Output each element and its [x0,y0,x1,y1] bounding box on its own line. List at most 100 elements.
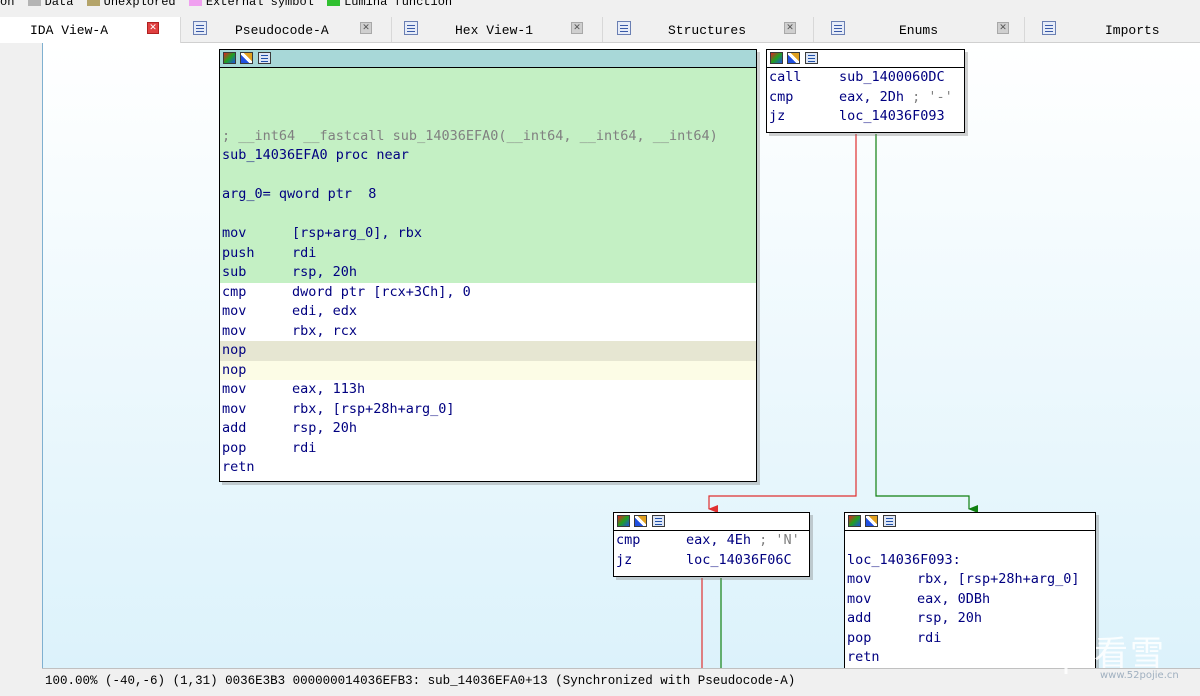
list-view-icon[interactable] [883,515,896,527]
mnemonic: jz [616,551,633,568]
code-line[interactable]: retn [845,648,1095,668]
tab-bar: IDA View-A ✕ Pseudocode-A ✕ Hex View-1 ✕… [0,17,1200,43]
code-line[interactable] [220,204,756,224]
operands: [rsp+arg_0], rbx [292,225,423,241]
legend-item-lumina: Lumina function [344,0,453,9]
mnemonic: push [222,244,255,261]
edit-node-icon[interactable] [787,52,800,64]
code-line[interactable] [220,107,756,127]
status-cursor: (1,31) [172,674,218,688]
tab-label: Pseudocode-A [235,23,329,38]
edit-node-icon[interactable] [240,52,253,64]
code-line[interactable]: arg_0= qword ptr 8 [220,185,756,205]
code-label[interactable]: loc_14036F093: [847,551,961,568]
graph-color-icon[interactable] [617,515,630,527]
mnemonic: mov [222,322,247,339]
code-line[interactable]: cmp eax, 2Dh ; '-' [767,88,964,108]
node-sub-14036efa0[interactable]: ; __int64 __fastcall sub_14036EFA0(__int… [219,49,757,482]
operands: rsp, 20h [292,264,358,280]
legend-swatch-lumina [327,0,341,6]
tab-hex-view-1[interactable]: Hex View-1 ✕ [392,17,603,42]
edit-node-icon[interactable] [634,515,647,527]
operands: rsp, 20h [292,420,358,436]
tab-imports[interactable]: Imports [1025,17,1200,42]
close-icon[interactable]: ✕ [147,22,159,34]
close-icon[interactable]: ✕ [360,22,372,34]
mnemonic: retn [847,649,880,665]
close-icon[interactable]: ✕ [784,22,796,34]
code-line[interactable] [220,68,756,88]
operands: rbx, [rsp+28h+arg_0] [292,400,455,417]
list-view-icon[interactable] [258,52,271,64]
legend-swatch-unexplored [86,0,100,6]
code-line[interactable]: mov[rsp+arg_0], rbx [220,224,756,244]
code-line[interactable]: retn [220,458,756,478]
tab-structures[interactable]: Structures ✕ [603,17,814,42]
tab-label: Hex View-1 [455,23,534,38]
code-line[interactable]: pop rdi [220,439,756,459]
status-bar: 100.00% (-40,-6) (1,31) 0036E3B3 0000000… [42,668,1200,696]
code-line[interactable]: nop [220,341,756,361]
close-icon[interactable]: ✕ [997,22,1009,34]
mnemonic: cmp [616,532,641,548]
operands: loc_14036F093 [839,108,945,124]
graph-color-icon[interactable] [848,515,861,527]
tab-label: Enums [899,23,939,38]
mnemonic: nop [222,361,247,378]
code-line[interactable]: mov rbx, [rsp+28h+arg_0] [220,400,756,420]
list-view-icon[interactable] [652,515,665,527]
operands: dword ptr [rcx+3Ch], 0 [292,283,471,300]
graph-view-canvas[interactable]: ; __int64 __fastcall sub_14036EFA0(__int… [42,43,1200,668]
graph-color-icon[interactable] [770,52,783,64]
edge-false-branch [708,134,857,513]
code-line[interactable]: ; __int64 __fastcall sub_14036EFA0(__int… [220,126,756,146]
operands: rdi [917,629,942,646]
code-line[interactable]: sub_14036EFA0 proc near [220,146,756,166]
legend-swatch-data [27,0,41,6]
operands: sub_1400060DC [839,69,945,85]
comment: ; '-' [904,88,953,105]
mnemonic: retn [222,459,255,475]
code-line[interactable]: nop [220,360,756,380]
code-line[interactable] [220,87,756,107]
operands: rsp, 20h [917,610,983,626]
mnemonic: mov [222,400,247,417]
operands: loc_14036F06C [686,551,792,568]
tab-ida-view-a[interactable]: IDA View-A ✕ [0,17,181,43]
tab-label: Structures [668,23,747,38]
edit-node-icon[interactable] [865,515,878,527]
close-icon[interactable]: ✕ [571,22,583,34]
status-sync: (Synchronized with Pseudocode-A) [555,674,796,688]
operands: eax, 113h [292,381,366,397]
code-line[interactable] [220,165,756,185]
list-view-icon[interactable] [805,52,818,64]
tab-enums[interactable]: Enums ✕ [814,17,1025,42]
operands: rdi [292,439,317,456]
graph-color-icon[interactable] [223,52,236,64]
edge-true-branch [875,134,978,513]
operands: eax, 2Dh [839,88,905,105]
mnemonic: cmp [769,88,794,105]
code-line[interactable]: jz loc_14036F06C [614,551,809,571]
tab-pseudocode-a[interactable]: Pseudocode-A ✕ [181,17,392,42]
mnemonic: pop [222,439,247,456]
legend-bar: on Data Unexplored External symbol Lumin… [0,0,1200,9]
